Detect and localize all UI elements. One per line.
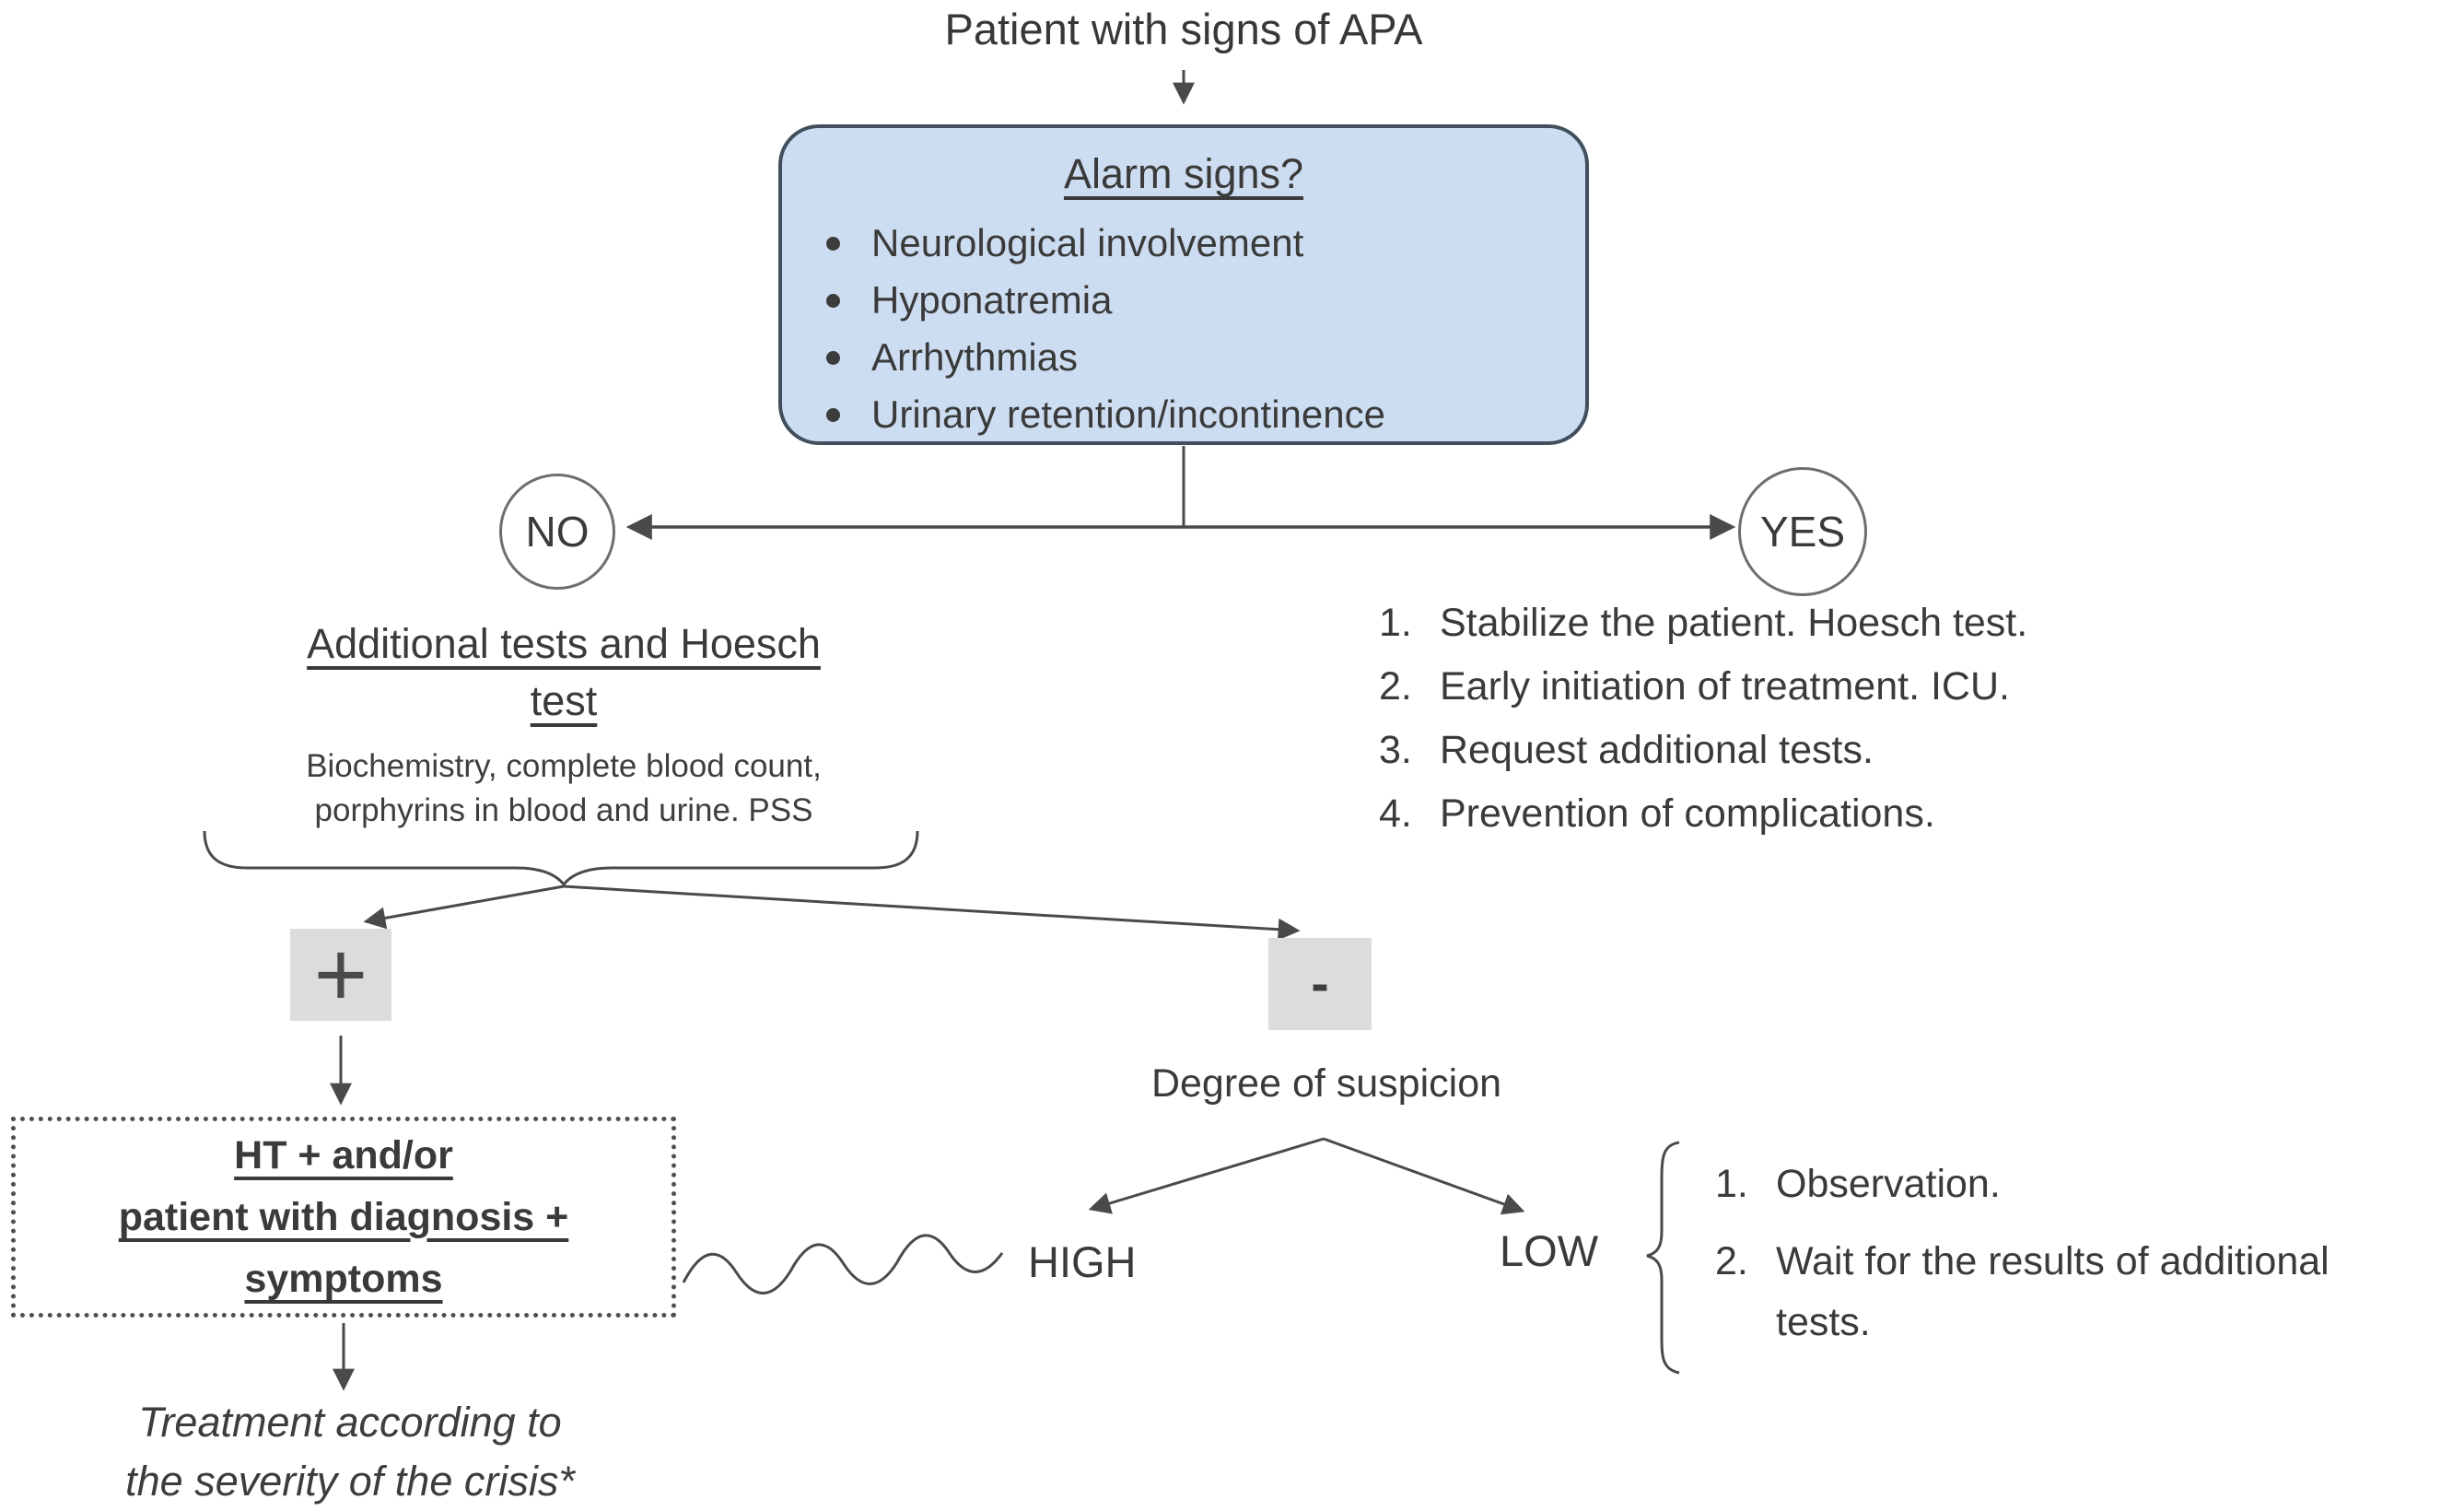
step-text: Early initiation of treatment. ICU. [1440, 664, 2010, 709]
step-number: 1. [1715, 1162, 1748, 1206]
ht-box-line: patient with diagnosis + [118, 1194, 569, 1239]
arrow-to-positive-box [363, 884, 565, 930]
degree-of-suspicion-label: Degree of suspicion [1150, 1061, 1502, 1106]
wavy-line-ht-to-high [682, 1234, 1004, 1294]
negative-result-box: - [1268, 938, 1372, 1030]
list-item: Urinary retention/incontinence [826, 386, 1585, 443]
alarm-signs-box: Alarm signs? Neurological involvement Hy… [778, 124, 1589, 445]
ht-diagnosis-box: HT + and/or patient with diagnosis + sym… [11, 1117, 676, 1318]
alarm-item-label: Hyponatremia [871, 278, 1113, 322]
ht-box-line: HT + and/or [234, 1132, 453, 1177]
bullet-icon [826, 236, 840, 251]
step-text: Wait for the results of additional tests… [1776, 1239, 2330, 1344]
list-item: Hyponatremia [826, 272, 1585, 329]
page-title: Patient with signs of APA [944, 5, 1423, 53]
list-item: 2. Wait for the results of additional te… [1715, 1231, 2388, 1353]
bullet-icon [826, 350, 840, 365]
list-item: 2. Early initiation of treatment. ICU. [1379, 664, 2153, 709]
arrow-suspicion-to-low [1323, 1137, 1525, 1215]
list-item: Arrhythmias [826, 329, 1585, 386]
list-item: 3. Request additional tests. [1379, 728, 2153, 772]
brace-additional-tests [203, 830, 919, 887]
additional-tests-heading: Additional tests and Hoesch test [307, 620, 821, 724]
step-text: Prevention of complications. [1440, 791, 1935, 836]
low-suspicion-label: LOW [1500, 1226, 1599, 1275]
brace-low-steps [1646, 1141, 1680, 1375]
arrow-to-negative-box [563, 884, 1301, 941]
subtext-line: Biochemistry, complete blood count, [306, 748, 822, 784]
step-number: 4. [1379, 791, 1412, 836]
step-text: Stabilize the patient. Hoesch test. [1440, 601, 2028, 645]
treatment-outcome-text: Treatment according to the severity of t… [88, 1393, 613, 1511]
bullet-icon [826, 293, 840, 308]
list-item: 1. Stabilize the patient. Hoesch test. [1379, 601, 2153, 645]
step-number: 2. [1715, 1239, 1748, 1283]
alarm-item-label: Neurological involvement [871, 221, 1304, 264]
yes-steps-list: 1. Stabilize the patient. Hoesch test. 2… [1379, 601, 2153, 855]
step-number: 2. [1379, 664, 1412, 709]
step-number: 3. [1379, 728, 1412, 772]
outcome-line: the severity of the crisis* [125, 1458, 575, 1505]
list-item: 1. Observation. [1715, 1154, 2388, 1214]
decision-yes-node: YES [1738, 467, 1867, 596]
alarm-item-label: Urinary retention/incontinence [871, 392, 1385, 436]
step-text: Request additional tests. [1440, 728, 1874, 772]
decision-no-node: NO [499, 474, 615, 590]
alarm-signs-list: Neurological involvement Hyponatremia Ar… [826, 215, 1585, 443]
arrow-suspicion-to-high [1088, 1137, 1325, 1214]
step-text: Observation. [1776, 1162, 2001, 1206]
positive-result-box: + [290, 929, 391, 1021]
outcome-line: Treatment according to [138, 1399, 562, 1446]
alarm-item-label: Arrhythmias [871, 335, 1079, 379]
list-item: Neurological involvement [826, 215, 1585, 272]
alarm-box-heading: Alarm signs? [1063, 150, 1304, 197]
ht-box-line: symptoms [244, 1256, 443, 1301]
step-number: 1. [1379, 601, 1412, 645]
high-suspicion-label: HIGH [1028, 1237, 1137, 1286]
subtext-line: porphyrins in blood and urine. PSS [314, 792, 813, 828]
additional-tests-subtext: Biochemistry, complete blood count, porp… [204, 744, 923, 833]
list-item: 4. Prevention of complications. [1379, 791, 2153, 836]
low-steps-list: 1. Observation. 2. Wait for the results … [1715, 1154, 2388, 1369]
bullet-icon [826, 407, 840, 422]
